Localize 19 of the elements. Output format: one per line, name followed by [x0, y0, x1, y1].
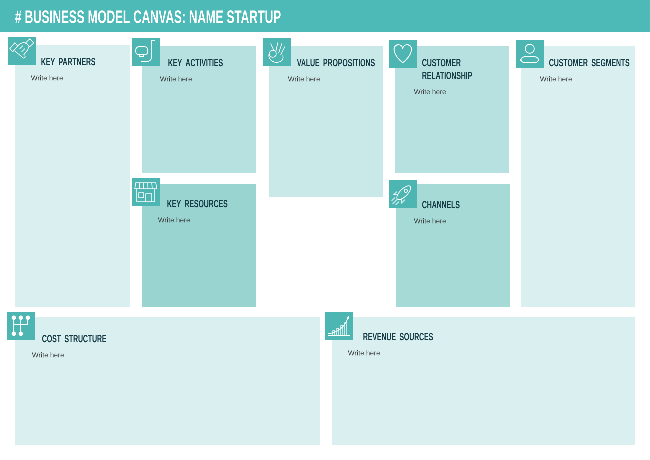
canvas-box: [15, 317, 320, 446]
canvas-box: [15, 45, 130, 308]
box-heading: REVENUE SOURCES: [364, 333, 434, 341]
box-heading: CHANNELS: [422, 201, 460, 209]
canvas-box: [521, 46, 636, 308]
box-heading: KEY ACTIVITIES: [168, 59, 223, 67]
box-heading: KEY PARTNERS: [42, 58, 96, 66]
canvas-box: [396, 184, 510, 308]
box-heading: COST STRUCTURE: [42, 335, 106, 343]
canvas-box: [395, 46, 510, 174]
box-heading: CUSTOMER RELATIONSHIP: [422, 59, 472, 80]
canvas-box: [142, 184, 256, 308]
box-heading: CUSTOMER SEGMENTS: [549, 59, 630, 67]
canvas-box: [142, 46, 256, 174]
box-heading: VALUE PROPOSITIONS: [297, 59, 375, 67]
title: # BUSINESS MODEL CANVAS: NAME STARTUP: [15, 10, 281, 24]
canvas-box: [269, 46, 384, 198]
box-heading: KEY RESOURCES: [168, 200, 228, 208]
canvas-box: [332, 317, 636, 446]
